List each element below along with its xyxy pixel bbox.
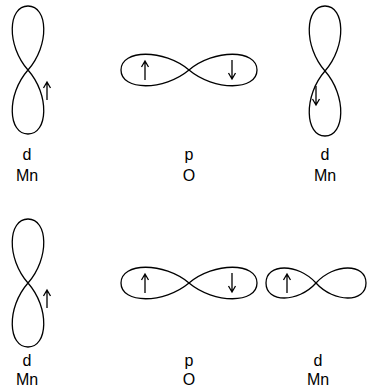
d-orbital — [266, 268, 366, 298]
orbital-type: d — [314, 352, 323, 370]
d-orbital — [12, 6, 44, 134]
atom-name: O — [183, 167, 195, 185]
spin-down-arrow — [229, 273, 236, 292]
atom-name: Mn — [314, 167, 336, 185]
spin-up-arrow — [142, 274, 149, 293]
p-orbital — [121, 54, 257, 86]
spin-up-arrow — [44, 82, 51, 100]
spin-down-arrow — [313, 86, 320, 105]
orbital-type: d — [321, 146, 330, 164]
orbital-type: p — [185, 146, 194, 164]
orbital-type: d — [23, 352, 32, 370]
d-orbital — [12, 219, 44, 347]
atom-name: Mn — [16, 167, 38, 185]
p-orbital — [121, 267, 257, 299]
spin-up-arrow — [284, 274, 291, 293]
orbital-type: d — [23, 146, 32, 164]
spin-up-arrow — [142, 61, 149, 80]
atom-name: Mn — [16, 371, 38, 389]
atom-name: Mn — [307, 371, 329, 389]
spin-up-arrow — [44, 290, 51, 308]
spin-down-arrow — [229, 60, 236, 79]
orbital-type: p — [185, 352, 194, 370]
d-orbital — [309, 6, 341, 136]
atom-name: O — [183, 371, 195, 389]
